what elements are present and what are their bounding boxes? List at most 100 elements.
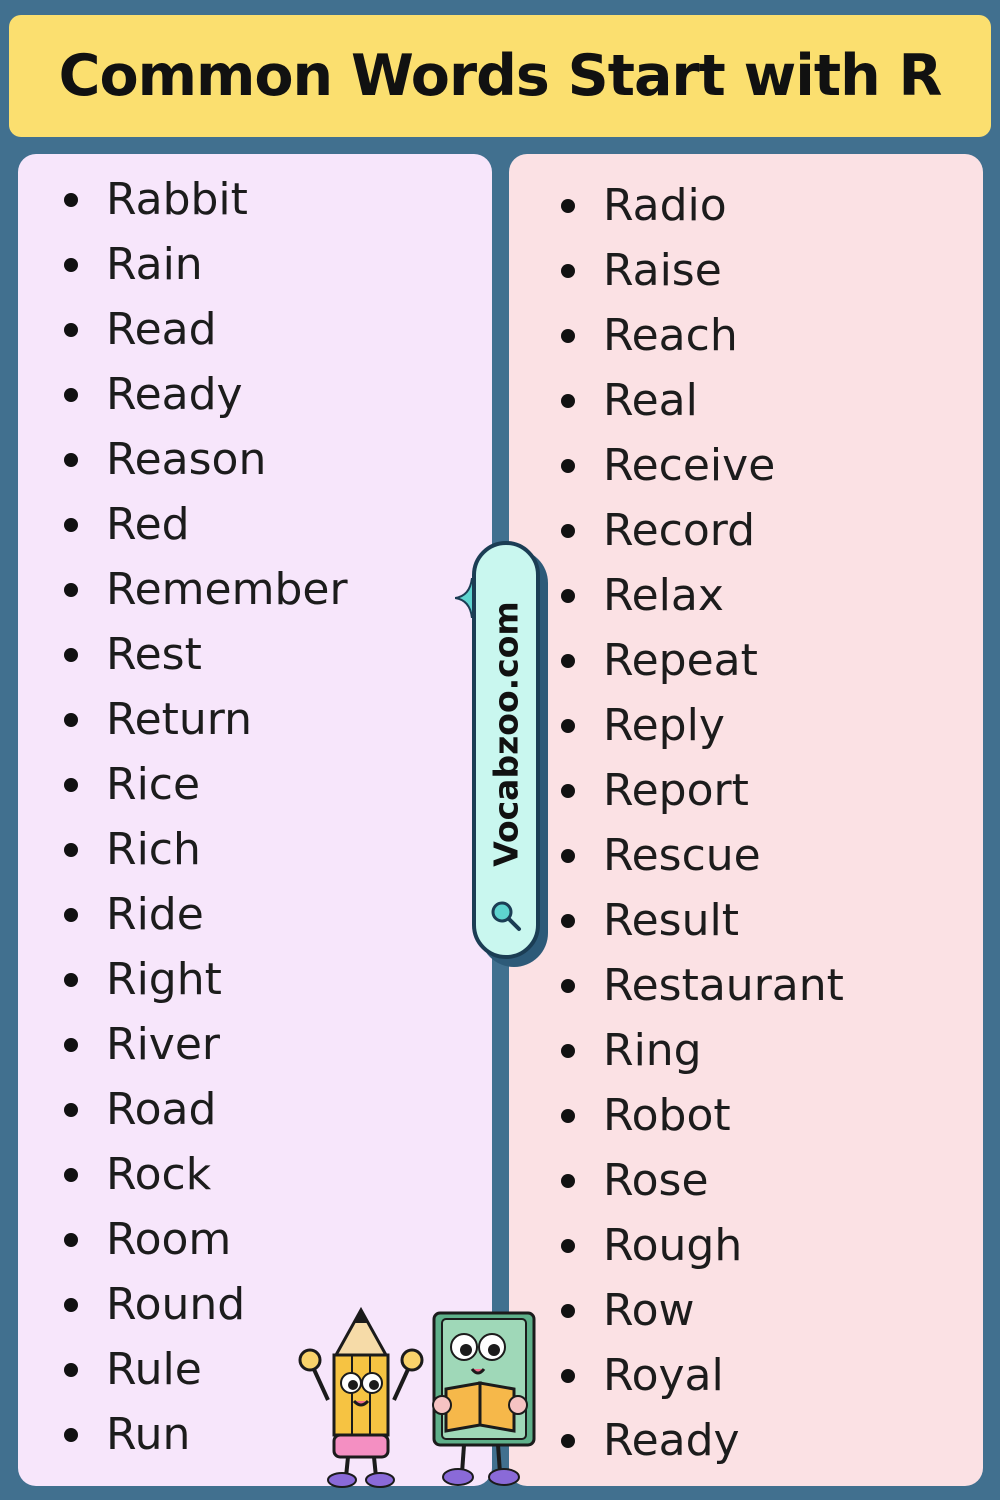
word-label: Repeat	[603, 635, 758, 686]
bullet-icon	[64, 1167, 78, 1182]
word-list-item: Raise	[561, 238, 844, 303]
word-list-item: Rice	[64, 752, 348, 817]
word-label: Remember	[106, 564, 348, 615]
bullet-icon	[64, 517, 78, 532]
bullet-icon	[561, 913, 575, 928]
bullet-icon	[561, 1433, 575, 1448]
word-list-item: Rich	[64, 817, 348, 882]
bullet-icon	[561, 523, 575, 538]
word-label: Ready	[106, 369, 243, 420]
bullet-icon	[561, 1043, 575, 1058]
word-label: Rock	[106, 1149, 212, 1200]
word-label: Rest	[106, 629, 202, 680]
word-label: Rich	[106, 824, 201, 875]
word-label: Result	[603, 895, 739, 946]
word-list-item: Reason	[64, 427, 348, 492]
bullet-icon	[64, 842, 78, 857]
word-list-item: Real	[561, 368, 844, 433]
word-list-item: Rabbit	[64, 167, 348, 232]
word-label: Receive	[603, 440, 776, 491]
word-list-item: Rule	[64, 1337, 348, 1402]
page-title: Common Words Start with R	[58, 43, 943, 109]
bullet-icon	[561, 848, 575, 863]
bullet-icon	[561, 783, 575, 798]
word-label: Reach	[603, 310, 738, 361]
word-label: Record	[603, 505, 756, 556]
word-label: Ring	[603, 1025, 702, 1076]
word-label: Reason	[106, 434, 267, 485]
word-list-item: Read	[64, 297, 348, 362]
word-list-item: Reply	[561, 693, 844, 758]
word-label: Right	[106, 954, 222, 1005]
bullet-icon	[561, 653, 575, 668]
word-label: River	[106, 1019, 220, 1070]
word-list-item: Receive	[561, 433, 844, 498]
word-list-item: Reach	[561, 303, 844, 368]
bullet-icon	[64, 1037, 78, 1052]
word-list-item: Ride	[64, 882, 348, 947]
word-list-item: Remember	[64, 557, 348, 622]
word-list-item: Red	[64, 492, 348, 557]
word-list-item: Robot	[561, 1083, 844, 1148]
word-label: Ready	[603, 1415, 740, 1466]
search-icon	[491, 901, 521, 931]
bullet-icon	[64, 387, 78, 402]
word-label: Read	[106, 304, 217, 355]
website-label: Vocabzoo.com	[486, 600, 526, 867]
word-label: Radio	[603, 180, 727, 231]
word-label: Relax	[603, 570, 724, 621]
word-list-item: Result	[561, 888, 844, 953]
bullet-icon	[561, 978, 575, 993]
word-label: Rain	[106, 239, 203, 290]
word-label: Rose	[603, 1155, 709, 1206]
bullet-icon	[64, 777, 78, 792]
word-list-item: Ready	[561, 1408, 844, 1473]
word-label: Rice	[106, 759, 201, 810]
word-label: Red	[106, 499, 190, 550]
word-list-item: Room	[64, 1207, 348, 1272]
bullet-icon	[64, 582, 78, 597]
bullet-icon	[64, 452, 78, 467]
word-label: Run	[106, 1409, 191, 1460]
word-label: Return	[106, 694, 253, 745]
word-label: Row	[603, 1285, 695, 1336]
word-label: Round	[106, 1279, 246, 1330]
word-list-item: Road	[64, 1077, 348, 1142]
word-list-item: Round	[64, 1272, 348, 1337]
word-list-item: Restaurant	[561, 953, 844, 1018]
bullet-icon	[561, 1173, 575, 1188]
bullet-icon	[561, 263, 575, 278]
word-list-item: Ready	[64, 362, 348, 427]
bullet-icon	[561, 1108, 575, 1123]
word-list-item: Rest	[64, 622, 348, 687]
word-list-item: Rain	[64, 232, 348, 297]
bullet-icon	[561, 328, 575, 343]
bullet-icon	[64, 322, 78, 337]
word-list-item: Repeat	[561, 628, 844, 693]
word-label: Rule	[106, 1344, 202, 1395]
word-list-item: Rose	[561, 1148, 844, 1213]
word-label: Room	[106, 1214, 232, 1265]
word-label: Report	[603, 765, 749, 816]
bullet-icon	[64, 1232, 78, 1247]
bullet-icon	[561, 458, 575, 473]
bullet-icon	[64, 192, 78, 207]
bullet-icon	[64, 647, 78, 662]
word-list-item: Rough	[561, 1213, 844, 1278]
word-list-item: Royal	[561, 1343, 844, 1408]
word-list-item: Return	[64, 687, 348, 752]
bullet-icon	[64, 1362, 78, 1377]
bullet-icon	[561, 393, 575, 408]
bullet-icon	[561, 718, 575, 733]
word-label: Rescue	[603, 830, 761, 881]
bullet-icon	[561, 198, 575, 213]
word-label: Rabbit	[106, 174, 248, 225]
word-list-item: Relax	[561, 563, 844, 628]
word-list-item: Rock	[64, 1142, 348, 1207]
word-label: Reply	[603, 700, 725, 751]
word-list-item: Radio	[561, 173, 844, 238]
word-label: Road	[106, 1084, 217, 1135]
word-label: Raise	[603, 245, 722, 296]
word-label: Rough	[603, 1220, 743, 1271]
